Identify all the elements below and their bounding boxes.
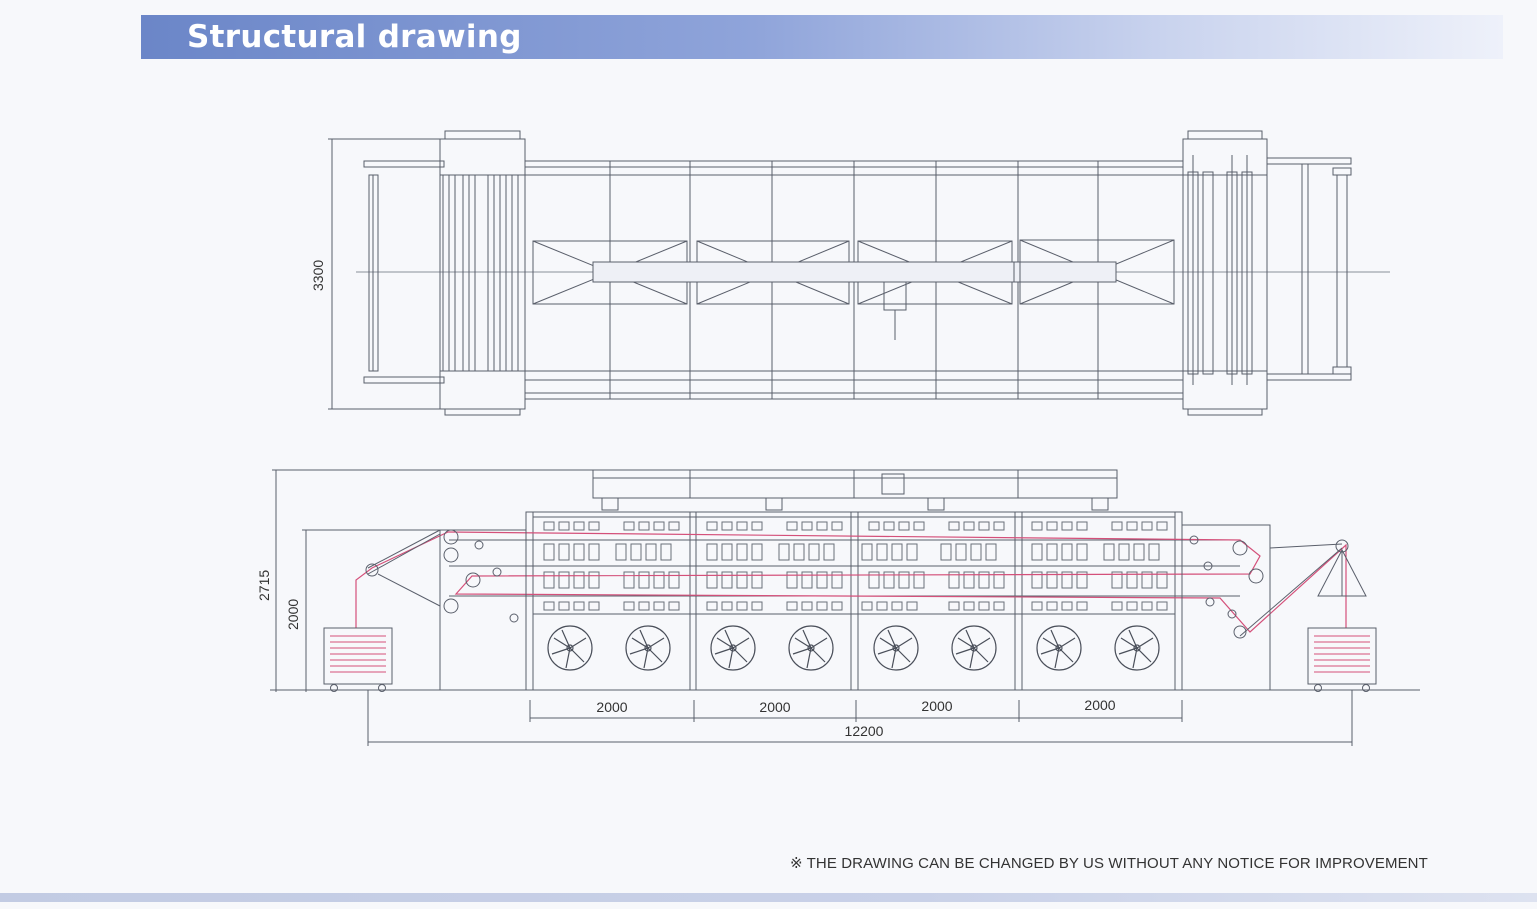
fan-icon [547, 625, 593, 671]
fan-icon [873, 625, 919, 671]
bottom-bar [0, 893, 1537, 902]
dimension-3300-label: 3300 [310, 260, 326, 291]
section-width-label: 2000 [759, 699, 790, 715]
fan-icon [1114, 625, 1160, 671]
section-width-label: 2000 [921, 698, 952, 714]
fan-icon [1036, 625, 1082, 671]
header-bar: Structural drawing [141, 15, 1503, 59]
dimension-2000-height-label: 2000 [285, 599, 301, 630]
page-title: Structural drawing [187, 19, 522, 55]
fan-icon [625, 625, 671, 671]
improvement-notice: ※ THE DRAWING CAN BE CHANGED BY US WITHO… [790, 855, 1428, 872]
dimension-2715-label: 2715 [256, 570, 272, 601]
section-width-label: 2000 [596, 699, 627, 715]
section-width-label: 2000 [1084, 697, 1115, 713]
fan-icon [710, 625, 756, 671]
fan-icon [951, 625, 997, 671]
total-length-label: 12200 [845, 723, 884, 739]
fan-icon [788, 625, 834, 671]
top-view [328, 130, 1390, 416]
side-view [270, 469, 1420, 746]
